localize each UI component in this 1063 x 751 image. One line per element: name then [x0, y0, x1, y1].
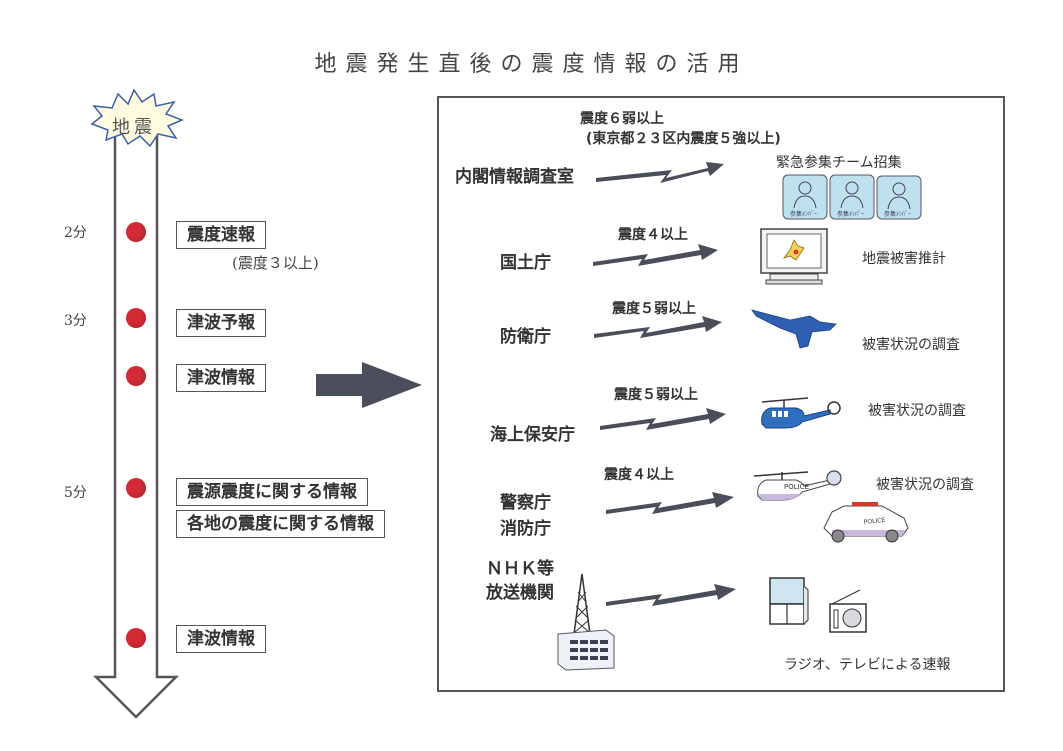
- computer-monitor-map-icon: [760, 228, 828, 285]
- minute-label: 2分: [64, 225, 87, 241]
- agency-name: 内閣情報調査室: [455, 167, 574, 187]
- event-dot: [126, 478, 146, 498]
- police-helicopter-and-car-icon: POLICE POLICE: [753, 470, 909, 543]
- agency-name: 放送機関: [486, 583, 554, 603]
- svg-text:参集ﾒﾝﾊﾞｰ: 参集ﾒﾝﾊﾞｰ: [790, 210, 817, 218]
- result-label: 被害状況の調査: [876, 477, 974, 493]
- event-box-shindo-sokuho: 震度速報: [176, 221, 266, 249]
- emergency-team-members-icon: 参集ﾒﾝﾊﾞｰ 参集ﾒﾝﾊﾞｰ 参集ﾒﾝﾊﾞｰ: [782, 174, 922, 220]
- event-box-tsunami-info-2: 津波情報: [176, 625, 266, 653]
- tv-and-radio-icon: [769, 577, 867, 633]
- svg-text:POLICE: POLICE: [863, 517, 885, 526]
- agency-name: 海上保安庁: [490, 425, 575, 445]
- condition-label: 震度４以上: [604, 467, 674, 483]
- event-box-epicenter-info: 震源震度に関する情報: [176, 478, 368, 506]
- event-note: (震度３以上): [232, 254, 319, 272]
- minute-label: 5分: [64, 485, 87, 501]
- agency-name: ＮＨＫ等: [486, 559, 554, 579]
- agency-name: 消防庁: [500, 519, 551, 539]
- agency-name: 国土庁: [500, 253, 551, 273]
- condition-label: (東京都２３区内震度５強以上): [586, 131, 781, 147]
- result-label: 緊急参集チーム招集: [776, 155, 902, 171]
- page-title: 地震発生直後の震度情報の活用: [314, 52, 749, 77]
- earthquake-label: 地震: [112, 117, 156, 138]
- condition-label: 震度６弱以上: [580, 111, 664, 127]
- agency-name: 警察庁: [500, 493, 551, 513]
- helicopter-icon: [761, 397, 841, 429]
- agency-name: 防衛庁: [500, 327, 551, 347]
- event-box-regional-intensity-info: 各地の震度に関する情報: [176, 510, 385, 538]
- earthquake-burst-icon: [90, 88, 185, 148]
- event-dot: [126, 366, 146, 386]
- result-label: ラジオ、テレビによる速報: [784, 657, 951, 673]
- minute-label: 3分: [64, 313, 87, 329]
- jet-aircraft-icon: [751, 309, 837, 349]
- right-arrow-icon: [316, 362, 422, 408]
- agency-panel: [437, 96, 1005, 692]
- svg-text:参集ﾒﾝﾊﾞｰ: 参集ﾒﾝﾊﾞｰ: [837, 210, 864, 218]
- condition-label: 震度４以上: [618, 227, 688, 243]
- svg-text:POLICE: POLICE: [784, 483, 809, 491]
- event-box-tsunami-forecast: 津波予報: [176, 309, 266, 337]
- event-dot: [126, 628, 146, 648]
- result-label: 地震被害推計: [862, 251, 946, 267]
- event-box-tsunami-info: 津波情報: [176, 364, 266, 392]
- svg-text:参集ﾒﾝﾊﾞｰ: 参集ﾒﾝﾊﾞｰ: [884, 210, 911, 218]
- broadcast-tower-icon: [557, 573, 615, 671]
- result-label: 被害状況の調査: [862, 337, 960, 353]
- result-label: 被害状況の調査: [868, 403, 966, 419]
- event-dot: [126, 222, 146, 242]
- condition-label: 震度５弱以上: [612, 301, 696, 317]
- condition-label: 震度５弱以上: [614, 387, 698, 403]
- event-dot: [126, 308, 146, 328]
